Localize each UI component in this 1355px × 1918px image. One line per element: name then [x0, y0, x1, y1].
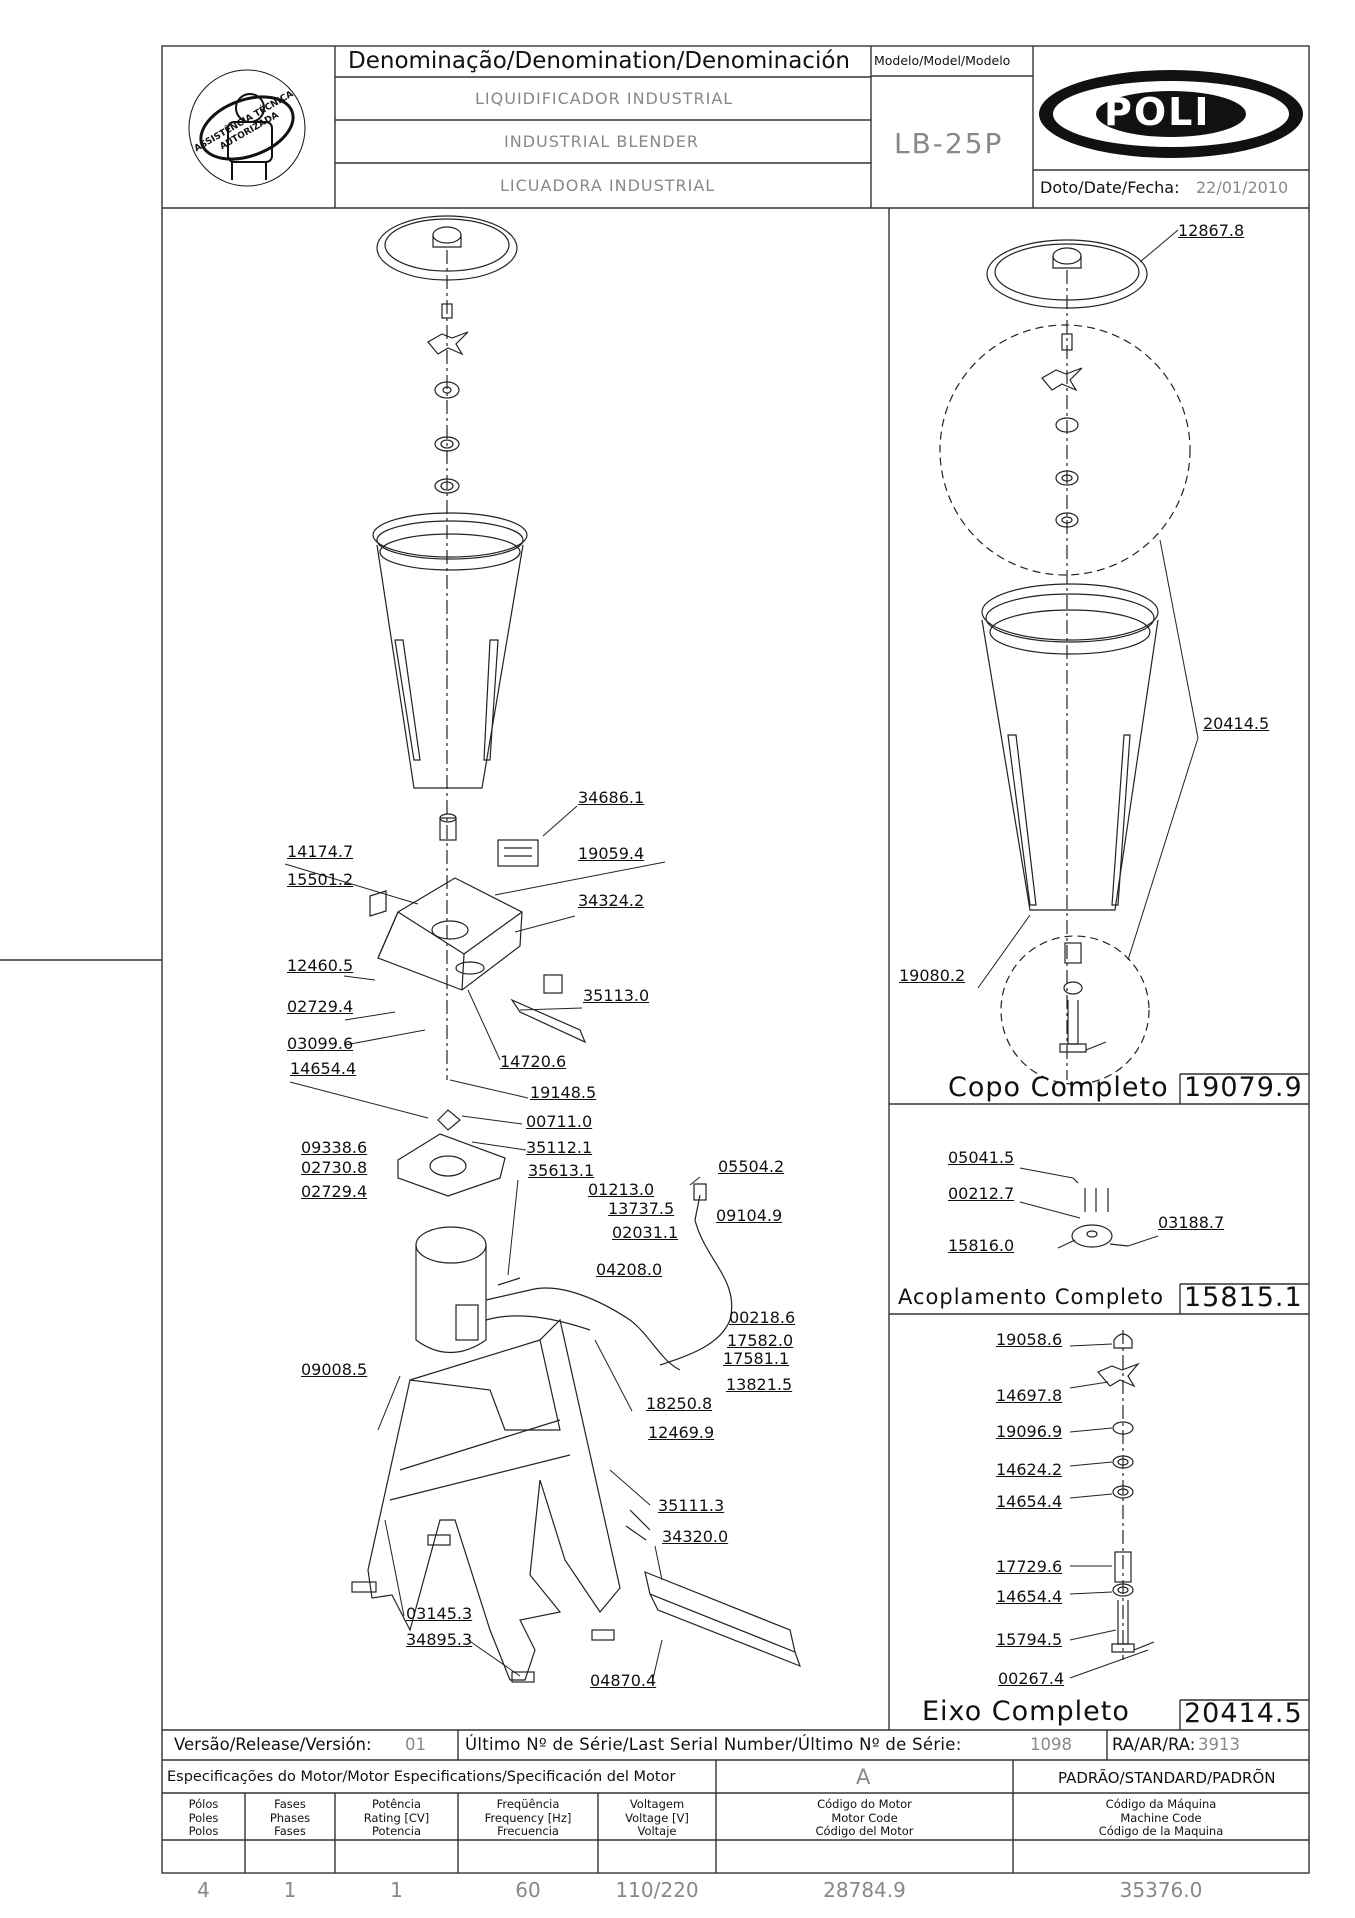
part-label: 19096.9	[996, 1422, 1063, 1441]
part-label: 00212.7	[948, 1184, 1015, 1203]
part-label: 01213.0	[588, 1180, 655, 1199]
frequency-value: 60	[515, 1878, 541, 1902]
part-label: 19148.5	[530, 1083, 597, 1102]
part-label: 35111.3	[658, 1496, 725, 1515]
motor-spec-title: Especificações do Motor/Motor Especifica…	[167, 1769, 676, 1785]
poli-logo: POLI	[1104, 90, 1211, 134]
part-label: 09104.9	[716, 1206, 783, 1225]
part-label: 14720.6	[500, 1052, 567, 1071]
part-label: 15816.0	[948, 1236, 1015, 1255]
part-label: 00267.4	[998, 1669, 1065, 1688]
ra-label: RA/AR/RA:	[1112, 1735, 1196, 1754]
part-label: 00711.0	[526, 1112, 593, 1131]
motor-code-value: 28784.9	[823, 1878, 906, 1902]
part-label: 13737.5	[608, 1199, 675, 1218]
model-value: LB-25P	[894, 127, 1004, 160]
part-label: 34320.0	[662, 1527, 729, 1546]
part-label: 19059.4	[578, 844, 645, 863]
motor-code-header: Código do Motor Motor Code Código del Mo…	[815, 1797, 914, 1838]
part-label: 14654.4	[996, 1587, 1063, 1606]
eixo-view	[1097, 1330, 1155, 1660]
part-label: 14654.4	[290, 1059, 357, 1078]
acoplamento-title: Acoplamento Completo	[898, 1285, 1165, 1309]
rating-header: Potência Rating [CV] Potencia	[363, 1797, 430, 1838]
part-label: 17581.1	[723, 1349, 790, 1368]
name-es: LICUADORA INDUSTRIAL	[500, 176, 716, 195]
serial-label: Último Nº de Série/Last Serial Number/Úl…	[465, 1735, 962, 1754]
part-label: 03188.7	[1158, 1213, 1225, 1232]
eixo-title: Eixo Completo	[922, 1696, 1130, 1727]
part-label: 17582.0	[727, 1331, 794, 1350]
voltage-value: 110/220	[615, 1878, 699, 1902]
name-pt: LIQUIDIFICADOR INDUSTRIAL	[475, 89, 734, 108]
part-label: 34686.1	[578, 788, 645, 807]
version-label: Versão/Release/Versión:	[174, 1735, 372, 1754]
part-label: 15501.2	[287, 870, 354, 889]
rating-value: 1	[390, 1878, 403, 1902]
part-label: 02729.4	[287, 997, 354, 1016]
part-label: 02729.4	[301, 1182, 368, 1201]
part-label: 12867.8	[1178, 221, 1245, 240]
standard-label: PADRÃO/STANDARD/PADRÕN	[1058, 1769, 1276, 1787]
date-value: 22/01/2010	[1196, 178, 1289, 197]
poles-header: Pólos Poles Polos	[188, 1797, 219, 1838]
motor-class: A	[856, 1765, 871, 1789]
denomination-title: Denominação/Denomination/Denominación	[348, 48, 850, 74]
eixo-code: 20414.5	[1184, 1698, 1303, 1729]
part-label: 19058.6	[996, 1330, 1063, 1349]
leader-lines	[284, 229, 1199, 1684]
part-label: 13821.5	[726, 1375, 793, 1394]
part-label: 12469.9	[648, 1423, 715, 1442]
model-title: Modelo/Model/Modelo	[874, 53, 1011, 68]
part-label: 35613.1	[528, 1161, 595, 1180]
part-label: 17729.6	[996, 1557, 1063, 1576]
poli-logo-mark: ®	[1240, 95, 1254, 111]
poli-logo-shape	[1039, 70, 1303, 158]
machine-code-header: Código da Máquina Machine Code Código de…	[1098, 1797, 1224, 1838]
part-label: 03145.3	[406, 1604, 473, 1623]
machine-code-value: 35376.0	[1119, 1878, 1203, 1902]
part-label: 34324.2	[578, 891, 645, 910]
serial-value: 1098	[1030, 1735, 1072, 1754]
part-label: 15794.5	[996, 1630, 1063, 1649]
copo-title: Copo Completo	[948, 1072, 1169, 1103]
version-value: 01	[405, 1735, 426, 1754]
voltage-header: Voltagem Voltage [V] Voltaje	[625, 1797, 689, 1838]
part-label: 09008.5	[301, 1360, 368, 1379]
part-label: 18250.8	[646, 1394, 713, 1413]
phases-header: Fases Phases Fases	[269, 1797, 311, 1838]
part-label: 02730.8	[301, 1158, 368, 1177]
part-label: 20414.5	[1203, 714, 1270, 733]
part-label: 04208.0	[596, 1260, 663, 1279]
part-label: 35113.0	[583, 986, 650, 1005]
poles-value: 4	[197, 1878, 210, 1902]
exploded-view	[351, 215, 802, 1683]
part-label: 09338.6	[301, 1138, 368, 1157]
part-label: 05504.2	[718, 1157, 785, 1176]
part-label: 00218.6	[729, 1308, 796, 1327]
part-label: 05041.5	[948, 1148, 1015, 1167]
copo-view	[939, 239, 1191, 1085]
name-en: INDUSTRIAL BLENDER	[504, 132, 699, 151]
part-label: 34895.3	[406, 1630, 473, 1649]
ra-value: 3913	[1198, 1735, 1240, 1754]
frequency-header: Freqüência Frequency [Hz] Frecuencia	[484, 1797, 572, 1838]
part-label: 19080.2	[899, 966, 966, 985]
part-label: 14174.7	[287, 842, 354, 861]
part-label: 04870.4	[590, 1671, 657, 1690]
acoplamento-view	[1071, 1177, 1129, 1248]
part-label: 02031.1	[612, 1223, 679, 1242]
part-label: 14697.8	[996, 1386, 1063, 1405]
part-label: 14654.4	[996, 1492, 1063, 1511]
part-label: 03099.6	[287, 1034, 354, 1053]
part-label: 12460.5	[287, 956, 354, 975]
acoplamento-code: 15815.1	[1184, 1282, 1303, 1313]
seal-graphic	[188, 69, 306, 187]
date-label: Doto/Date/Fecha:	[1040, 178, 1180, 197]
copo-code: 19079.9	[1184, 1072, 1303, 1103]
part-label: 14624.2	[996, 1460, 1063, 1479]
part-label: 35112.1	[526, 1138, 593, 1157]
phases-value: 1	[283, 1878, 297, 1902]
